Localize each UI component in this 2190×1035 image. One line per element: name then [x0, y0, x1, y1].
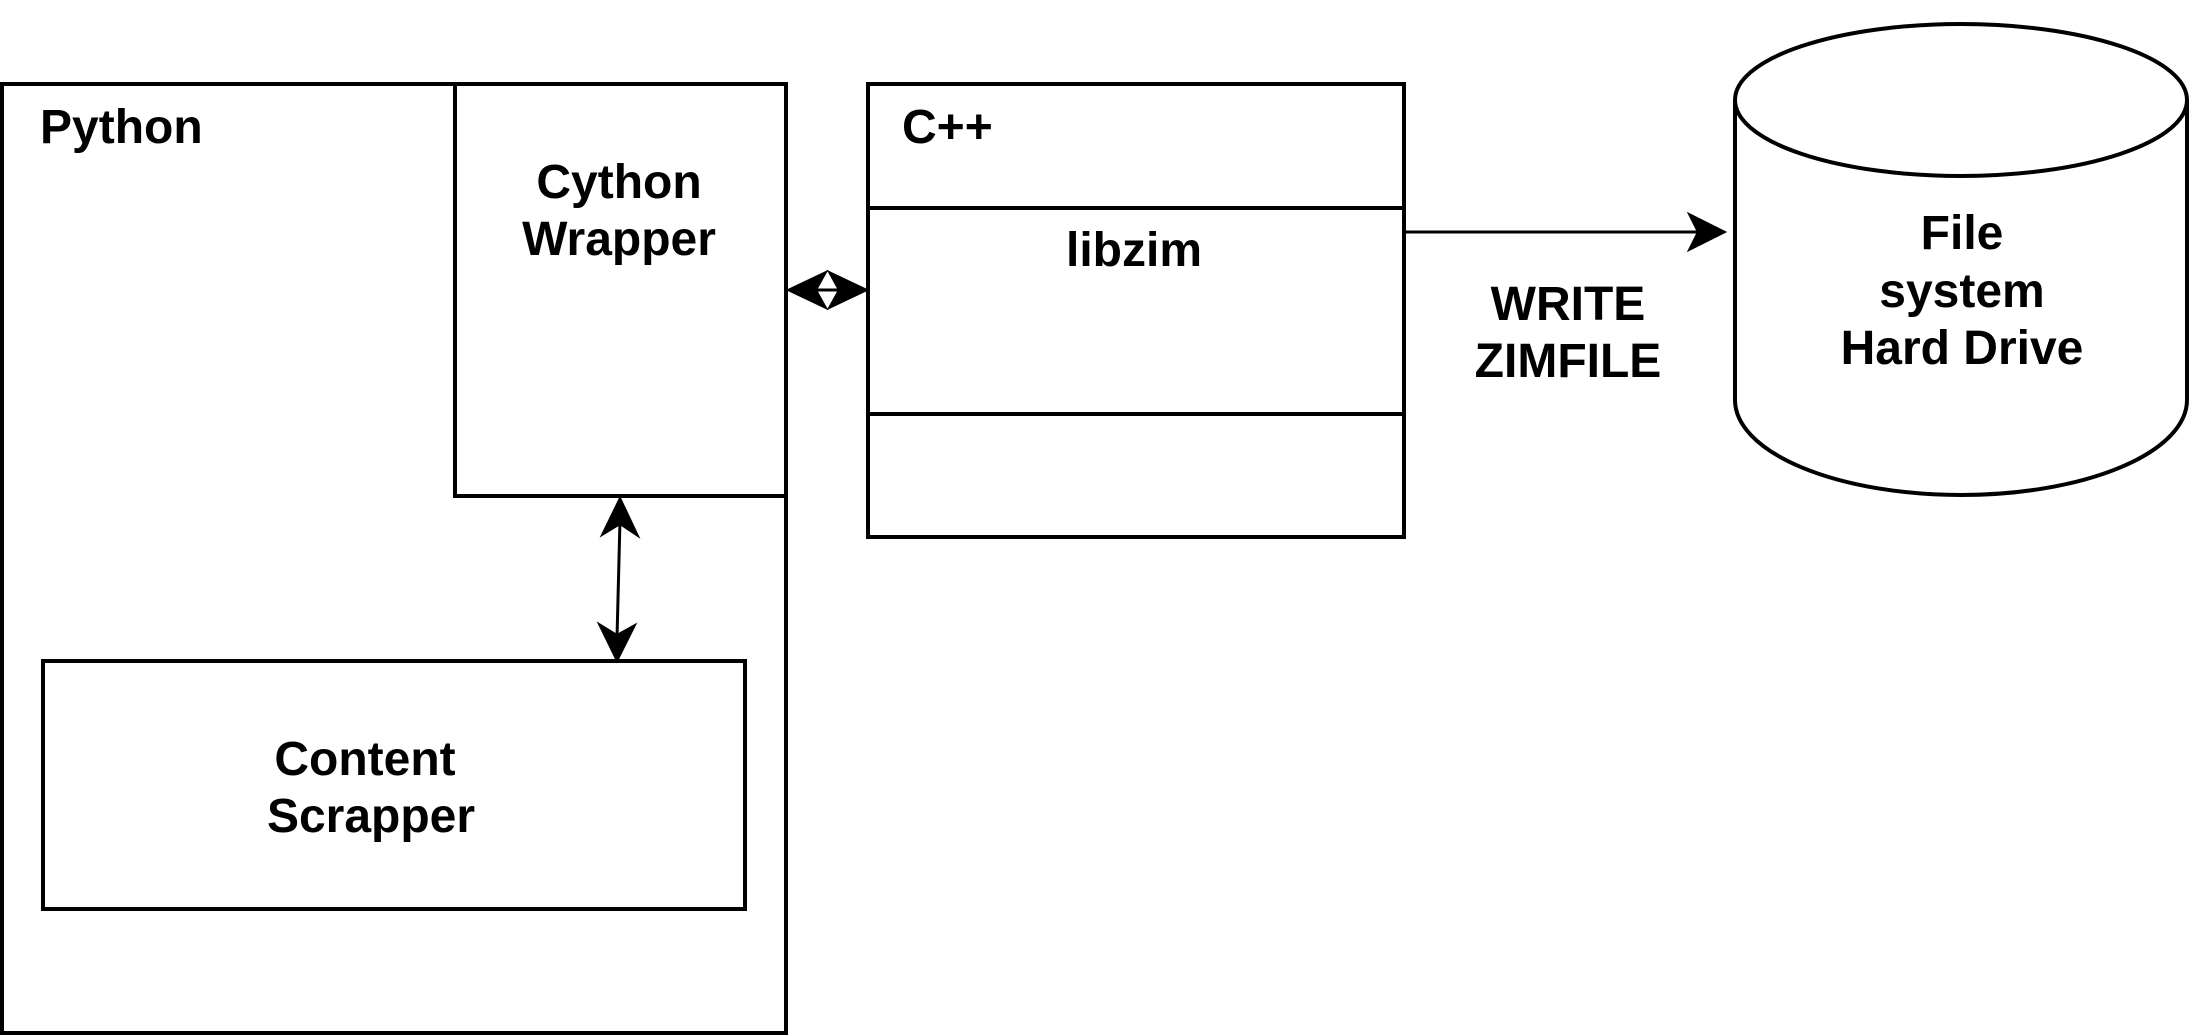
cython-wrapper-label-line1: Cython [536, 156, 701, 209]
wrapper-cpp-arrow [785, 269, 870, 311]
filesystem-cylinder: File system Hard Drive [1733, 22, 2189, 497]
write-label-line2: ZIMFILE [1475, 335, 1662, 388]
libzim-label: libzim [1066, 224, 1202, 277]
arrowhead-down [596, 621, 638, 664]
wrapper-scrapper-arrow [596, 495, 641, 664]
cython-wrapper-box: Cython Wrapper [453, 82, 788, 498]
content-scrapper-label-line2: Scrapper [267, 790, 475, 843]
arrowhead-left [785, 269, 829, 311]
arrowhead-up [599, 495, 641, 539]
write-label-line1: WRITE [1491, 278, 1646, 331]
cpp-container: C++ libzim [866, 82, 1406, 539]
arrowhead-right-write [1686, 211, 1728, 253]
filesystem-label-line2: system [1879, 265, 2044, 318]
cython-wrapper-label-line2: Wrapper [522, 213, 716, 266]
content-scrapper-label-line1: Content [274, 733, 455, 786]
content-scrapper-box: Content Scrapper [41, 659, 747, 911]
arrowhead-right [826, 269, 870, 311]
filesystem-label-line1: File [1921, 207, 2004, 260]
python-label: Python [40, 101, 203, 154]
write-arrow [1404, 211, 1728, 253]
filesystem-label-line3: Hard Drive [1841, 322, 2084, 375]
cpp-label: C++ [902, 101, 993, 154]
